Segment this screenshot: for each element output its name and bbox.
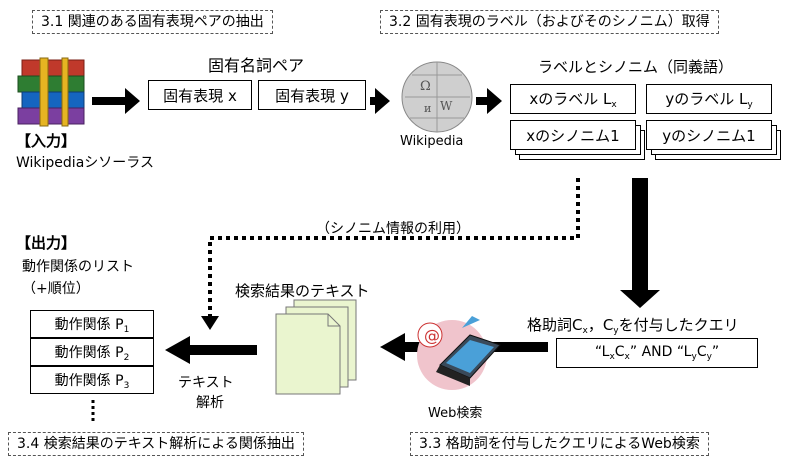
wikipedia-label: Wikipedia [400,134,464,149]
web-label: Web検索 [428,406,483,421]
svg-text:@: @ [424,326,440,345]
section-3-2: 3.2 固有表現のラベル（およびそのシノニム）取得 [380,10,719,34]
pair-title: 固有名詞ペア [208,56,305,75]
output-item-2: 動作関係 P2 [30,338,154,366]
output-item-1: 動作関係 P1 [30,310,154,338]
y-syn-box: yのシノニム1 [646,120,772,150]
pair-y-label: 固有表現 y [275,86,349,105]
x-label-box: xのラベル Lx [510,84,636,114]
input-subtitle: Wikipediaシソーラス [16,155,154,171]
svg-text:и: и [424,102,431,115]
input-title: 【入力】 [16,132,77,150]
y-syn-label: yのシノニム1 [662,126,756,145]
results-title: 検索結果のテキスト [235,282,370,300]
analysis-line2: 解析 [196,395,224,411]
x-label-text: xのラベル Lx [529,90,617,110]
books-icon [17,57,85,127]
output-title: 【出力】 [16,234,77,252]
pair-y-box: 固有表現 y [258,80,366,110]
section-3-4: 3.4 検索結果のテキスト解析による関係抽出 [8,432,304,456]
y-label-box: yのラベル Ly [646,84,772,114]
y-label-text: yのラベル Ly [665,90,753,110]
query-text: “LxCx” AND “LyCy” [594,344,720,362]
section-3-1: 3.1 関連のある固有表現ペアの抽出 [32,10,273,34]
output-line1: 動作関係のリスト [22,259,134,275]
arrow-right-1 [92,88,140,114]
output-item-2-text: 動作関係 P2 [54,344,130,363]
arrow-left-2 [165,336,257,364]
query-title: 格助詞Cx，Cyを付与したクエリ [527,316,739,336]
svg-text:W: W [440,99,453,113]
pair-x-label: 固有表現 x [163,86,237,105]
query-box: “LxCx” AND “LyCy” [556,338,758,368]
synonym-arrowhead [201,316,219,330]
output-line2: （+順位） [22,281,90,297]
synonym-note: （シノニム情報の利用） [316,221,470,237]
output-item-3: 動作関係 P3 [30,366,154,394]
arrow-right-2 [370,88,390,114]
labels-title: ラベルとシノニム（同義語） [538,58,734,76]
x-syn-label: xのシノニム1 [526,126,620,145]
synonym-dotted-line [208,178,580,318]
output-item-3-text: 動作関係 P3 [54,372,130,391]
svg-text:Ω: Ω [420,79,431,94]
analysis-line1: テキスト [178,375,234,391]
x-syn-box: xのシノニム1 [510,120,636,150]
pair-x-box: 固有表現 x [148,80,252,110]
web-search-icon: @ [417,316,501,390]
section-3-3: 3.3 格助詞を付与したクエリによるWeb検索 [410,432,709,456]
output-item-1-text: 動作関係 P1 [54,316,130,335]
paper-stack-icon [275,299,357,395]
arrow-right-3 [476,88,502,114]
arrow-down [620,178,660,308]
wikipedia-globe-icon: Ω W и [401,61,473,133]
